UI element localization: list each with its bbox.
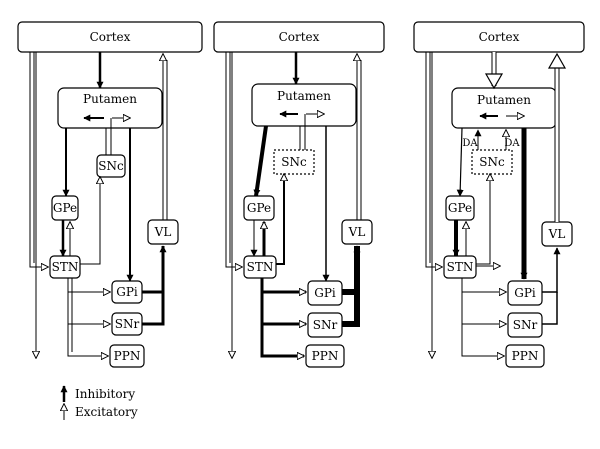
cortex-label: Cortex bbox=[479, 30, 520, 44]
stn-snc-path bbox=[476, 174, 490, 265]
panel-2: Cortex Putamen SNc GPe STN VL GPi SNr PP… bbox=[213, 21, 385, 368]
snc-label: SNc bbox=[281, 155, 307, 169]
snr-label: SNr bbox=[513, 318, 538, 332]
gpi-label: GPi bbox=[314, 286, 336, 300]
snr-box bbox=[507, 312, 543, 338]
stn-gpi-path bbox=[461, 278, 506, 292]
stn-snr-path bbox=[67, 292, 110, 324]
putamen-gpe-arrow bbox=[456, 127, 464, 197]
stn-gpi-path bbox=[67, 278, 110, 292]
vl-label: VL bbox=[348, 225, 366, 239]
snr-vl-path bbox=[542, 292, 558, 325]
stn-snr-path bbox=[461, 292, 506, 324]
da-right-label: DA bbox=[504, 138, 520, 149]
gpi-label: GPi bbox=[514, 286, 536, 300]
ppn-label: PPN bbox=[512, 349, 539, 363]
putamen-label: Putamen bbox=[277, 89, 331, 103]
cortex-box bbox=[413, 21, 585, 53]
snr-label: SNr bbox=[115, 317, 140, 331]
stn-snc-path bbox=[276, 174, 284, 265]
cortex-stn-path bbox=[225, 52, 242, 267]
stn-snc-path bbox=[80, 177, 100, 265]
snc-box bbox=[273, 149, 315, 175]
putamen-gpe-arrow bbox=[253, 125, 268, 197]
vl-label: VL bbox=[154, 225, 172, 239]
putamen-box bbox=[251, 83, 357, 127]
stn-label: STN bbox=[52, 260, 79, 274]
legend-inhibitory-label: Inhibitory bbox=[75, 387, 135, 401]
stn-gpi-path bbox=[260, 278, 306, 292]
gpi-box bbox=[507, 280, 543, 306]
putamen-label: Putamen bbox=[83, 92, 137, 106]
stn-ppn-path bbox=[67, 324, 108, 356]
legend-excitatory-label: Excitatory bbox=[75, 405, 138, 419]
gpe-label: GPe bbox=[448, 201, 472, 215]
cortex-box bbox=[213, 21, 385, 53]
stn-ppn-path bbox=[260, 324, 304, 356]
da-left-label: DA bbox=[462, 138, 478, 149]
snc-box bbox=[471, 149, 513, 175]
putamen-label: Putamen bbox=[477, 93, 531, 107]
cortex-label: Cortex bbox=[90, 30, 131, 44]
vl-cortex-head bbox=[547, 52, 567, 69]
cortex-stn-path bbox=[425, 52, 442, 267]
snr-vl-path bbox=[342, 292, 360, 327]
cortex-stn-path bbox=[29, 52, 48, 267]
ppn-label: PPN bbox=[312, 349, 339, 363]
ppn-box bbox=[505, 344, 545, 368]
cortex-box bbox=[17, 21, 203, 53]
stn-label: STN bbox=[247, 260, 274, 274]
gpi-label: GPi bbox=[116, 285, 138, 299]
cortex-label: Cortex bbox=[279, 30, 320, 44]
snc-label: SNc bbox=[479, 155, 505, 169]
ppn-box bbox=[109, 344, 145, 368]
gpe-label: GPe bbox=[53, 201, 77, 215]
panel-3: Cortex Putamen SNc DA DA GPe STN VL GPi … bbox=[413, 21, 585, 368]
panel-1: Cortex Putamen SNc GPe STN VL GPi SNr PP… bbox=[17, 21, 203, 368]
snr-label: SNr bbox=[313, 318, 338, 332]
vl-label: VL bbox=[548, 227, 566, 241]
gpe-label: GPe bbox=[247, 201, 271, 215]
snc-label: SNc bbox=[98, 159, 124, 173]
stn-ppn-path bbox=[461, 324, 504, 356]
stn-snr-path bbox=[260, 292, 306, 324]
stn-label: STN bbox=[447, 260, 474, 274]
stn-box bbox=[443, 255, 477, 279]
gpi-vl-path bbox=[542, 247, 561, 293]
legend: Inhibitory Excitatory bbox=[64, 385, 138, 420]
gpi-vl-path bbox=[142, 245, 167, 294]
snr-vl-path bbox=[142, 292, 165, 326]
gpi-vl-path bbox=[342, 245, 361, 295]
stn-box bbox=[243, 255, 277, 279]
ppn-box bbox=[305, 344, 345, 368]
cortex-putamen-head bbox=[484, 73, 504, 90]
ppn-label: PPN bbox=[114, 349, 141, 363]
